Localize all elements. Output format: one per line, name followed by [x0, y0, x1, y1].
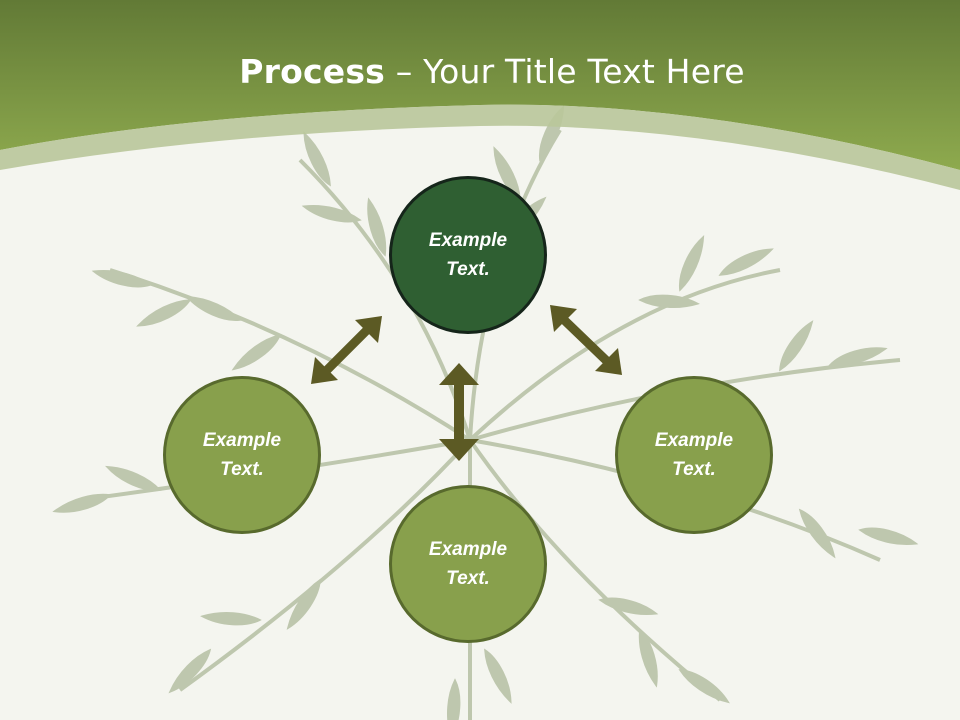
node-top-label: Example Text. [428, 230, 508, 280]
node-right-label: Example Text. [654, 430, 734, 480]
title-rest: – Your Title Text Here [385, 52, 745, 91]
header-band [0, 0, 960, 170]
process-node-left: Example Text. [163, 376, 321, 534]
title-bold: Process [239, 52, 386, 91]
node-bottom-label: Example Text. [428, 539, 508, 589]
process-node-top: Example Text. [389, 176, 547, 334]
header-swoosh [0, 104, 960, 190]
page-title: Process – Your Title Text Here [0, 52, 960, 91]
node-left-label: Example Text. [202, 430, 282, 480]
process-node-right: Example Text. [615, 376, 773, 534]
process-node-bottom: Example Text. [389, 485, 547, 643]
